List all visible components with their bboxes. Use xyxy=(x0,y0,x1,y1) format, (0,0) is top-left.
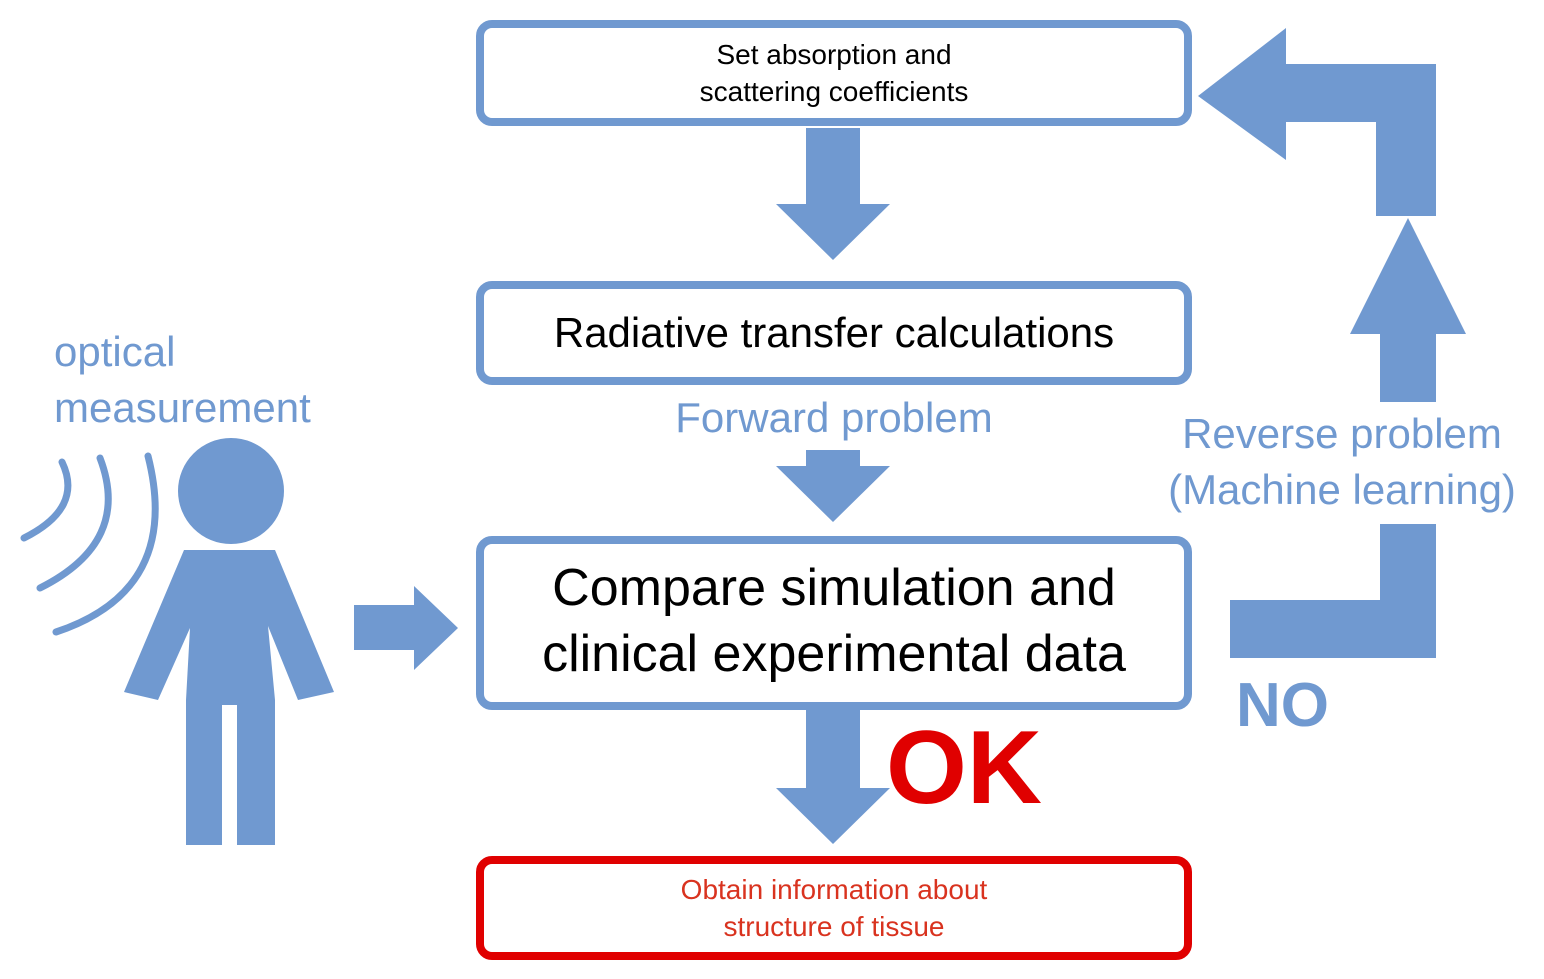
arrow-feedback-bottom xyxy=(1230,524,1436,658)
radiative-transfer-box: Radiative transfer calculations xyxy=(476,281,1192,385)
compare-data-box: Compare simulation and clinical experime… xyxy=(476,536,1192,710)
arrow-right-input xyxy=(354,586,458,670)
optical-measurement-label: optical measurement xyxy=(54,328,311,431)
ok-label: OK xyxy=(886,710,1042,826)
arrow-feedback-top xyxy=(1198,28,1436,216)
no-label: NO xyxy=(1236,671,1329,740)
reverse-problem-label: Reverse problem (Machine learning) xyxy=(1168,410,1516,513)
person-icon xyxy=(124,438,334,845)
obtain-information-box: Obtain information about structure of ti… xyxy=(476,856,1192,960)
forward-problem-label: Forward problem xyxy=(675,394,993,441)
arrow-feedback-up xyxy=(1350,218,1466,402)
set-coefficients-box: Set absorption and scattering coefficien… xyxy=(476,20,1192,126)
arrow-down-ok xyxy=(776,708,890,844)
arrow-down-1 xyxy=(776,128,890,260)
signal-waves-icon xyxy=(20,452,159,636)
arrow-down-2 xyxy=(776,450,890,522)
